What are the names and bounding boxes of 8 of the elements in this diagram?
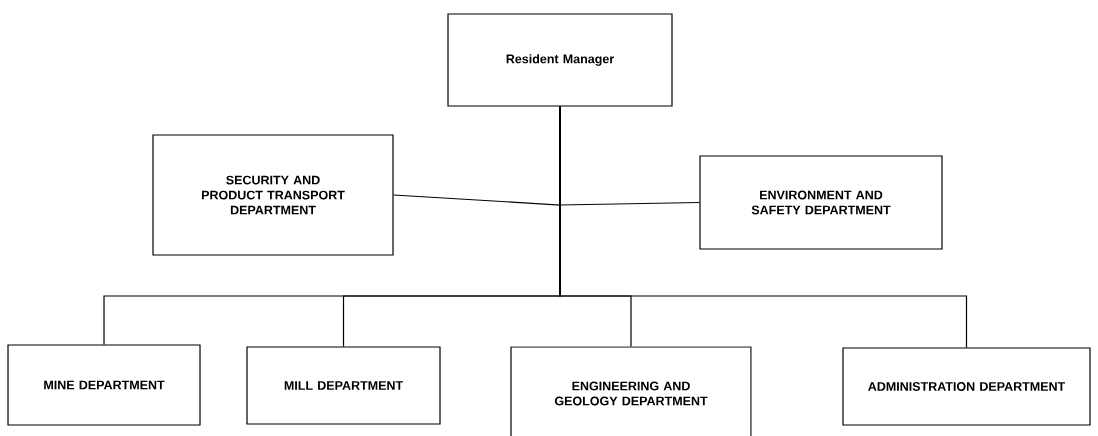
org-box: Resident Manager [447, 13, 673, 107]
org-box: MINE DEPARTMENT [7, 344, 201, 426]
connector-line [559, 106, 968, 348]
org-box: ADMINISTRATION DEPARTMENT [842, 347, 1091, 426]
org-box: ENVIRONMENT AND SAFETY DEPARTMENT [699, 155, 943, 250]
org-box: ENGINEERING AND GEOLOGY DEPARTMENT [510, 346, 752, 436]
org-box: MILL DEPARTMENT [246, 346, 441, 425]
org-box: SECURITY AND PRODUCT TRANSPORT DEPARTMENT [152, 134, 394, 256]
